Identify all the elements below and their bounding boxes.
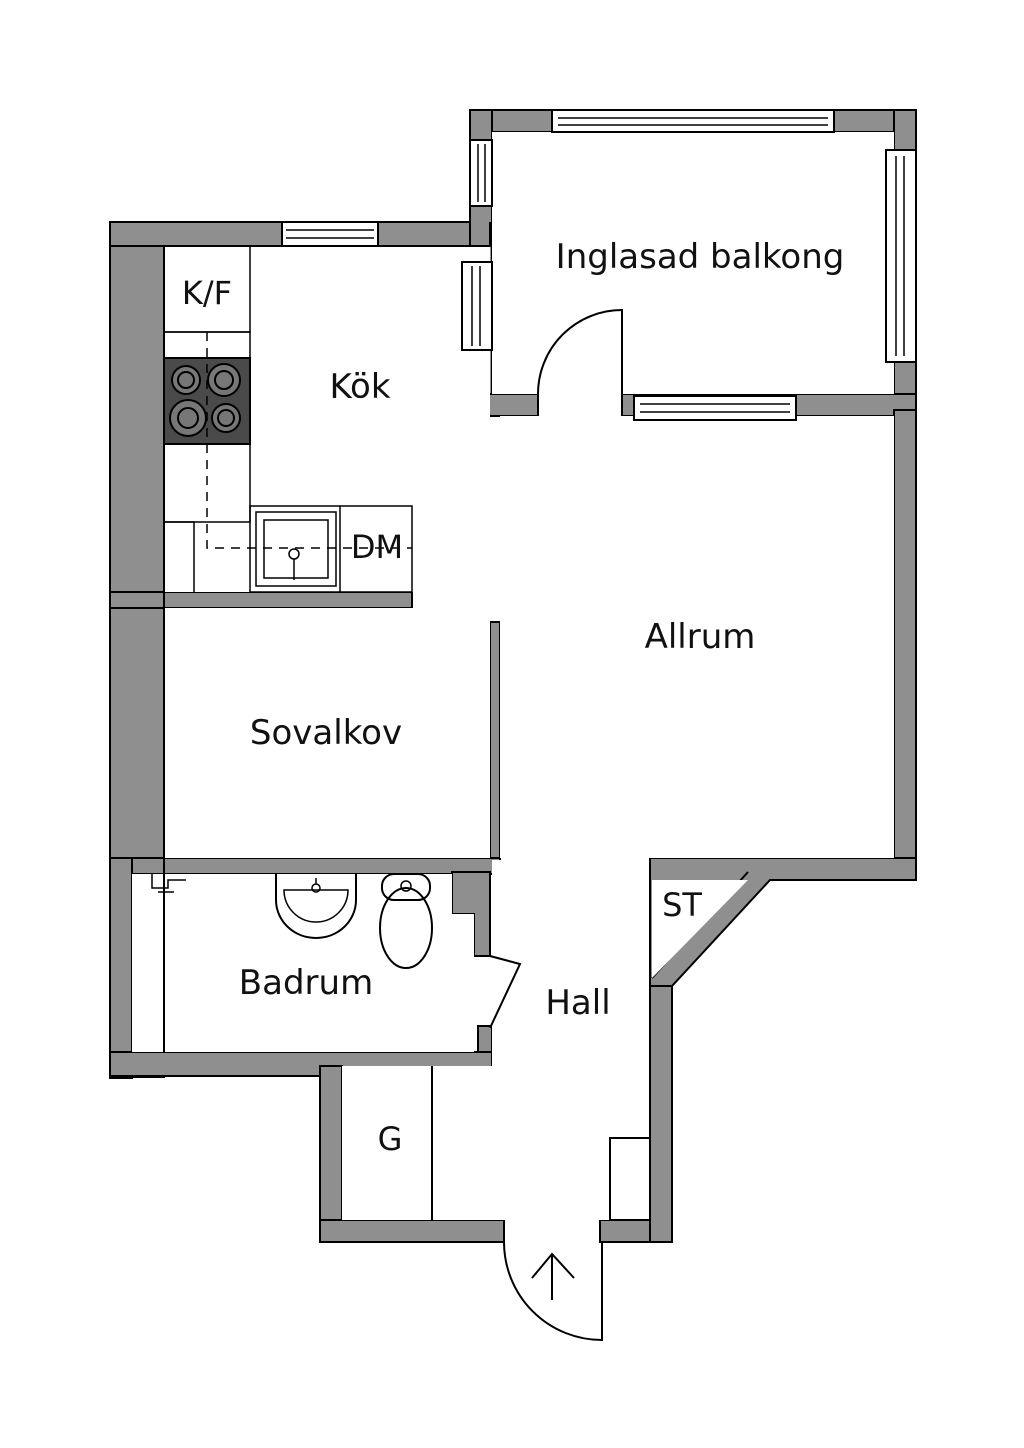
window-balcony-west-upper — [469, 139, 493, 207]
window-balcony-north — [551, 109, 835, 133]
closet-floor — [342, 1066, 492, 1220]
fixture-label-wardrobe: G — [378, 1120, 403, 1158]
kitchen-south-wall — [109, 591, 413, 609]
window-balcony-west-lower — [461, 261, 493, 351]
alcove-floor — [164, 608, 490, 858]
bath-west-wall — [109, 857, 133, 1079]
window-kitchen — [281, 221, 379, 247]
doors — [489, 308, 623, 1342]
counter-edge — [164, 521, 195, 592]
toilet-icon — [379, 887, 433, 969]
storage-floor — [652, 880, 748, 978]
bathroom-door[interactable] — [489, 955, 522, 1029]
balcony-door[interactable] — [537, 308, 623, 395]
room-label-bathroom: Badrum — [239, 963, 373, 1003]
hall-east-wall — [649, 979, 673, 1243]
room-label-kitchen: Kök — [329, 367, 390, 407]
counter-outline-dashed — [206, 332, 412, 549]
entrance-door[interactable] — [503, 1241, 603, 1342]
kitchen-fixtures — [163, 245, 413, 593]
entrance-arrow-icon — [531, 1252, 575, 1300]
kitchen-inner-edge — [164, 222, 491, 247]
washbasin-icon — [275, 874, 357, 939]
hall-cabinet — [609, 1137, 651, 1221]
room-label-alcove: Sovalkov — [250, 713, 402, 753]
bath-east-lower — [477, 1025, 493, 1055]
fixture-label-dishwasher: DM — [351, 528, 403, 566]
fixture-label-storage: ST — [662, 886, 702, 924]
living-floor — [500, 416, 894, 858]
bath-floor-ext — [452, 914, 474, 1052]
entry-south-wall-left — [319, 1219, 505, 1243]
windows — [281, 109, 917, 421]
alcove-partition — [489, 621, 501, 861]
window-balcony-east — [885, 149, 917, 363]
bath-floor — [132, 874, 452, 1052]
window-living-north — [633, 395, 797, 421]
balcony-floor — [492, 132, 894, 394]
counter-lower — [249, 505, 413, 593]
closet-west-wall — [319, 1065, 343, 1243]
alcove-south-wall — [109, 857, 501, 875]
labels: Inglasad balkong Kök Allrum Sovalkov Bad… — [182, 237, 844, 1158]
room-label-living: Allrum — [645, 617, 756, 657]
room-label-balcony: Inglasad balkong — [556, 237, 845, 277]
room-label-hall: Hall — [545, 983, 610, 1023]
hall-floor — [492, 860, 650, 1220]
fixture-label-fridge: K/F — [182, 274, 232, 312]
living-east-wall — [893, 409, 917, 881]
hall-fixtures — [431, 1066, 651, 1221]
sink-icon — [255, 511, 337, 587]
bathroom-fixtures — [151, 873, 433, 969]
faucet-icon — [151, 874, 186, 893]
